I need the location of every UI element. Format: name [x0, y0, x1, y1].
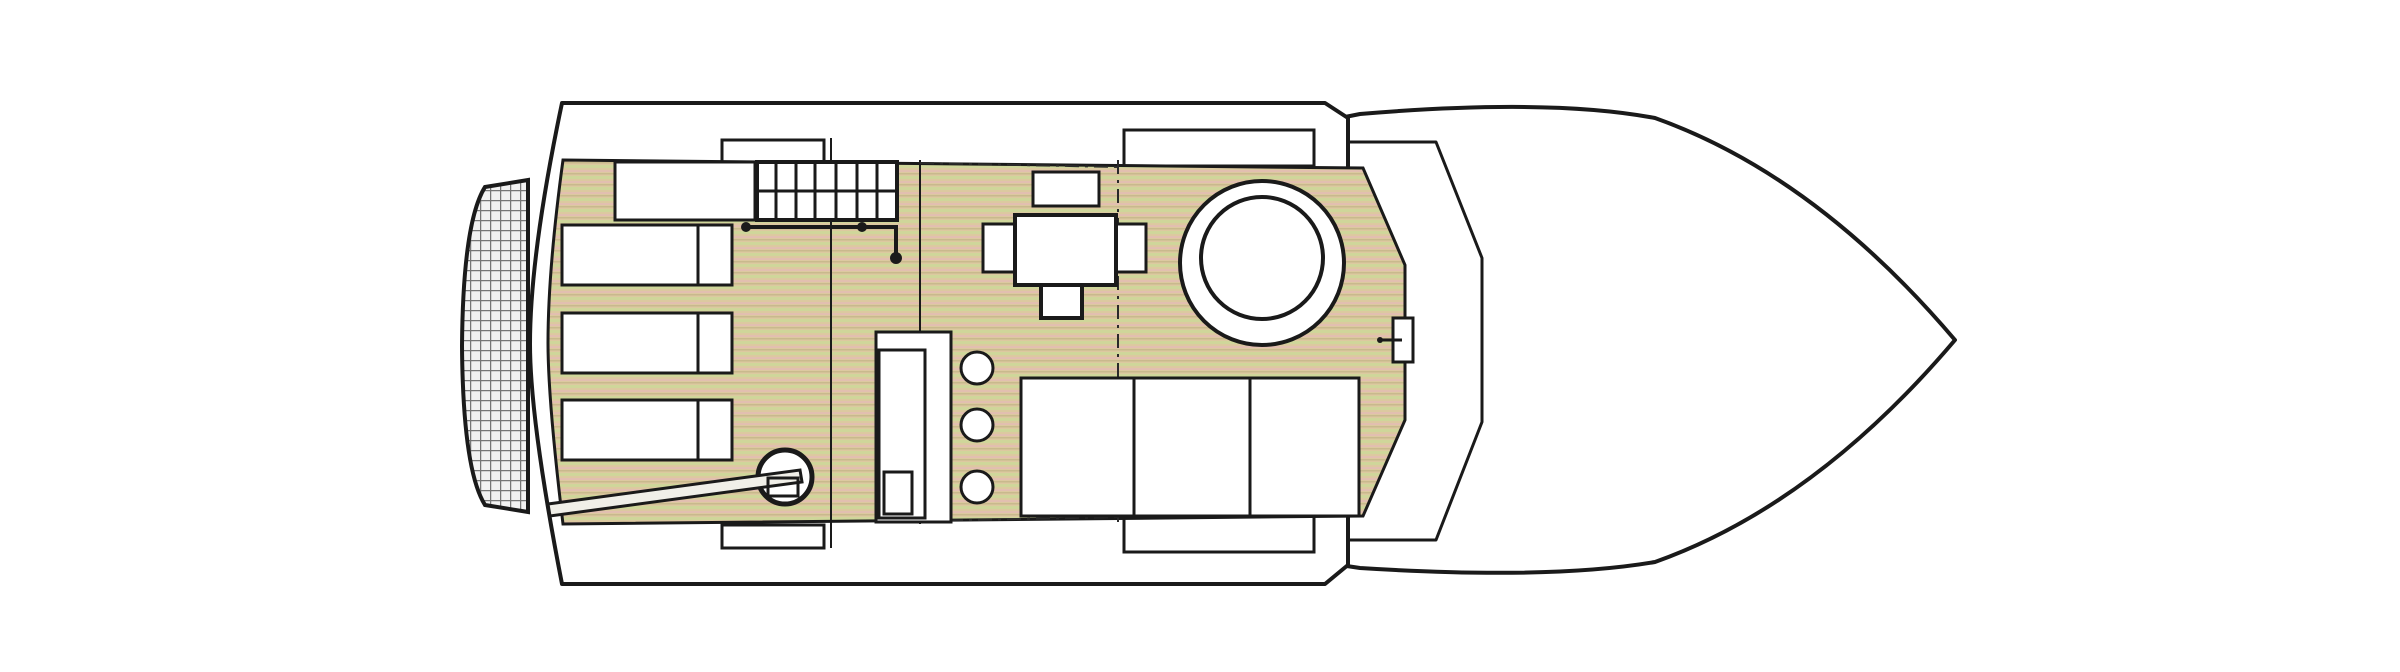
railing-post-3 [890, 252, 902, 264]
bow-hull [1338, 104, 1957, 575]
stair-grate-bars [757, 162, 897, 220]
davit-crane [546, 447, 815, 518]
railing-post-1 [741, 222, 751, 232]
dining-chair-top [1031, 170, 1101, 208]
dash-line-bottom [919, 516, 1119, 522]
side-box-starboard-forward [1122, 514, 1316, 554]
bar-stool-3 [959, 469, 995, 505]
dining-table [1013, 213, 1118, 287]
forward-sunpad [1019, 376, 1361, 518]
bar-stool-1 [959, 350, 995, 386]
side-box-port-top [720, 138, 826, 165]
sun-lounger-1 [560, 223, 734, 287]
bar-counter [874, 330, 953, 524]
dining-chair-bottom [1039, 284, 1084, 320]
sun-lounger-3 [560, 398, 734, 462]
dining-chair-right [1114, 222, 1148, 274]
side-box-port-forward [1122, 128, 1316, 168]
swim-platform-grate [459, 177, 530, 515]
dining-chair-left [981, 222, 1017, 274]
storage-box [613, 160, 757, 222]
railing [746, 225, 898, 258]
dash-line-top [919, 162, 1119, 168]
bollard [1377, 316, 1415, 364]
railing-post-2 [857, 222, 867, 232]
bar-stool-2 [959, 407, 995, 443]
jacuzzi [1178, 179, 1346, 347]
bow-deck-outline [1340, 140, 1484, 542]
sun-lounger-2 [560, 311, 734, 375]
dining-set [981, 170, 1148, 320]
side-box-starboard-bottom [720, 523, 826, 550]
